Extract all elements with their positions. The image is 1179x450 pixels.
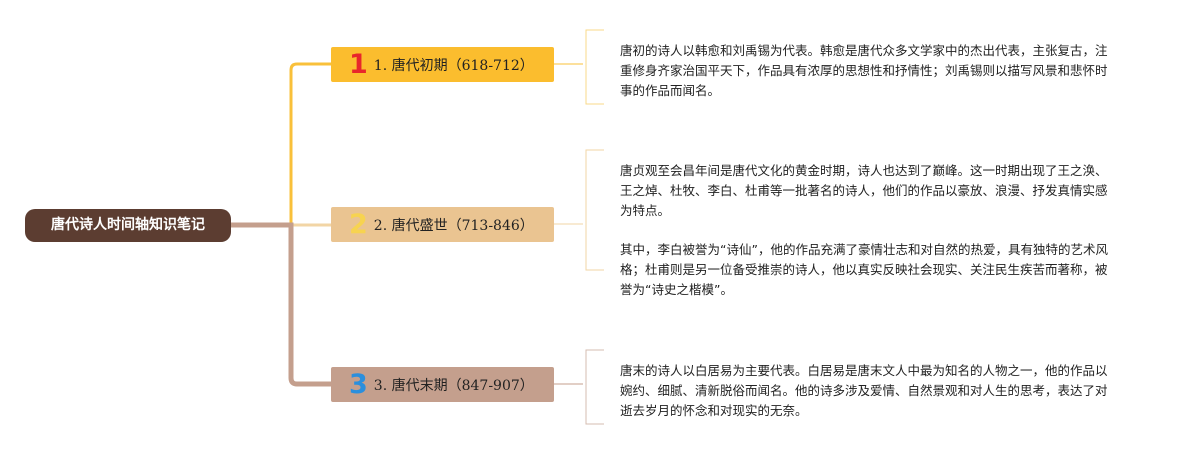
branch-early-tang[interactable]: 1 1. 唐代初期（618-712） (331, 47, 554, 82)
note-high-tang-li-bai-du-fu[interactable]: 其中，李白被誉为“诗仙”，他的作品充满了豪情壮志和对自然的热爱，具有独特的艺术风… (620, 242, 1108, 297)
note-early-tang[interactable]: 唐初的诗人以韩愈和刘禹锡为代表。韩愈是唐代众多文学家中的杰出代表，主张复古，注重… (620, 43, 1108, 98)
branch-high-tang[interactable]: 2 2. 唐代盛世（713-846） (331, 207, 554, 242)
bracket-note-3 (585, 349, 604, 425)
branch-label-1: 1. 唐代初期（618-712） (373, 57, 534, 74)
branch-late-tang[interactable]: 3 3. 唐代末期（847-907） (331, 367, 554, 402)
bracket-notes-2 (585, 149, 604, 271)
bracket-note-1 (585, 29, 604, 105)
note-high-tang-overview[interactable]: 唐贞观至会昌年间是唐代文化的黄金时期，诗人也达到了巅峰。这一时期出现了王之涣、王… (620, 163, 1108, 218)
note-late-tang[interactable]: 唐末的诗人以白居易为主要代表。白居易是唐末文人中最为知名的人物之一，他的作品以婉… (620, 363, 1108, 418)
branch-number-2: 2 (349, 209, 368, 240)
branch-label-2: 2. 唐代盛世（713-846） (373, 217, 534, 234)
branch-label-3: 3. 唐代末期（847-907） (373, 377, 534, 394)
root-topic[interactable]: 唐代诗人时间轴知识笔记 (25, 209, 231, 242)
branch-number-1: 1 (349, 49, 368, 80)
branch-number-3: 3 (349, 369, 368, 400)
connector-root-to-branch-3 (231, 222, 331, 387)
connector-root-to-branch-1 (231, 62, 331, 227)
